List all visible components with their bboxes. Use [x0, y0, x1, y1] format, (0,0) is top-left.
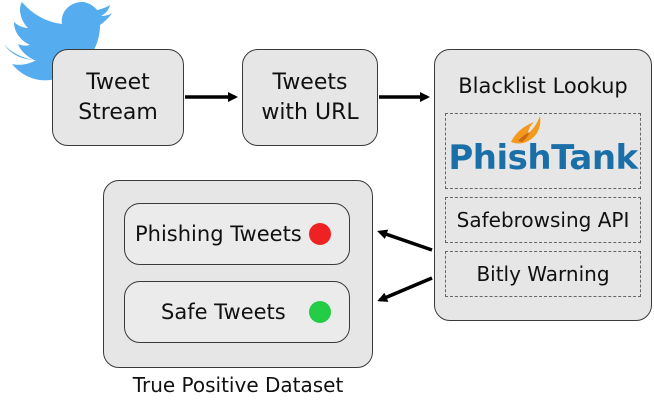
safe-status-dot: [309, 301, 331, 323]
phishtank-flame-icon: [511, 116, 541, 144]
dataset-caption: True Positive Dataset: [132, 373, 344, 397]
blacklist-lookup-box: Blacklist Lookup PhishTank Safebrowsing …: [434, 49, 652, 321]
safebrowsing-entry: Safebrowsing API: [445, 197, 641, 243]
phishing-tweets-label: Phishing Tweets: [135, 222, 302, 246]
arrow-blacklist-to-phishing: [377, 229, 433, 252]
phishtank-logo-part2: Tank: [551, 138, 638, 178]
tweet-stream-box: Tweet Stream: [52, 49, 184, 146]
arrow-blacklist-to-safe: [377, 276, 433, 302]
bitly-label: Bitly Warning: [476, 262, 610, 286]
safe-tweets-pill: Safe Tweets: [124, 281, 350, 343]
phishtank-entry: PhishTank: [445, 113, 641, 189]
bitly-entry: Bitly Warning: [445, 251, 641, 297]
phishing-tweets-pill: Phishing Tweets: [124, 203, 350, 265]
tweet-stream-label: Tweet Stream: [78, 69, 158, 125]
tweets-with-url-box: Tweets with URL: [242, 49, 378, 146]
phishtank-logo-part1: Phish: [448, 138, 552, 178]
safe-tweets-label: Safe Tweets: [161, 300, 286, 324]
safebrowsing-label: Safebrowsing API: [456, 208, 630, 232]
tweets-with-url-label: Tweets with URL: [261, 69, 359, 125]
phishtank-logo: PhishTank: [448, 138, 638, 178]
phishing-status-dot: [309, 223, 331, 245]
true-positive-dataset-box: Phishing Tweets Safe Tweets: [103, 180, 373, 368]
blacklist-lookup-title: Blacklist Lookup: [458, 74, 628, 98]
